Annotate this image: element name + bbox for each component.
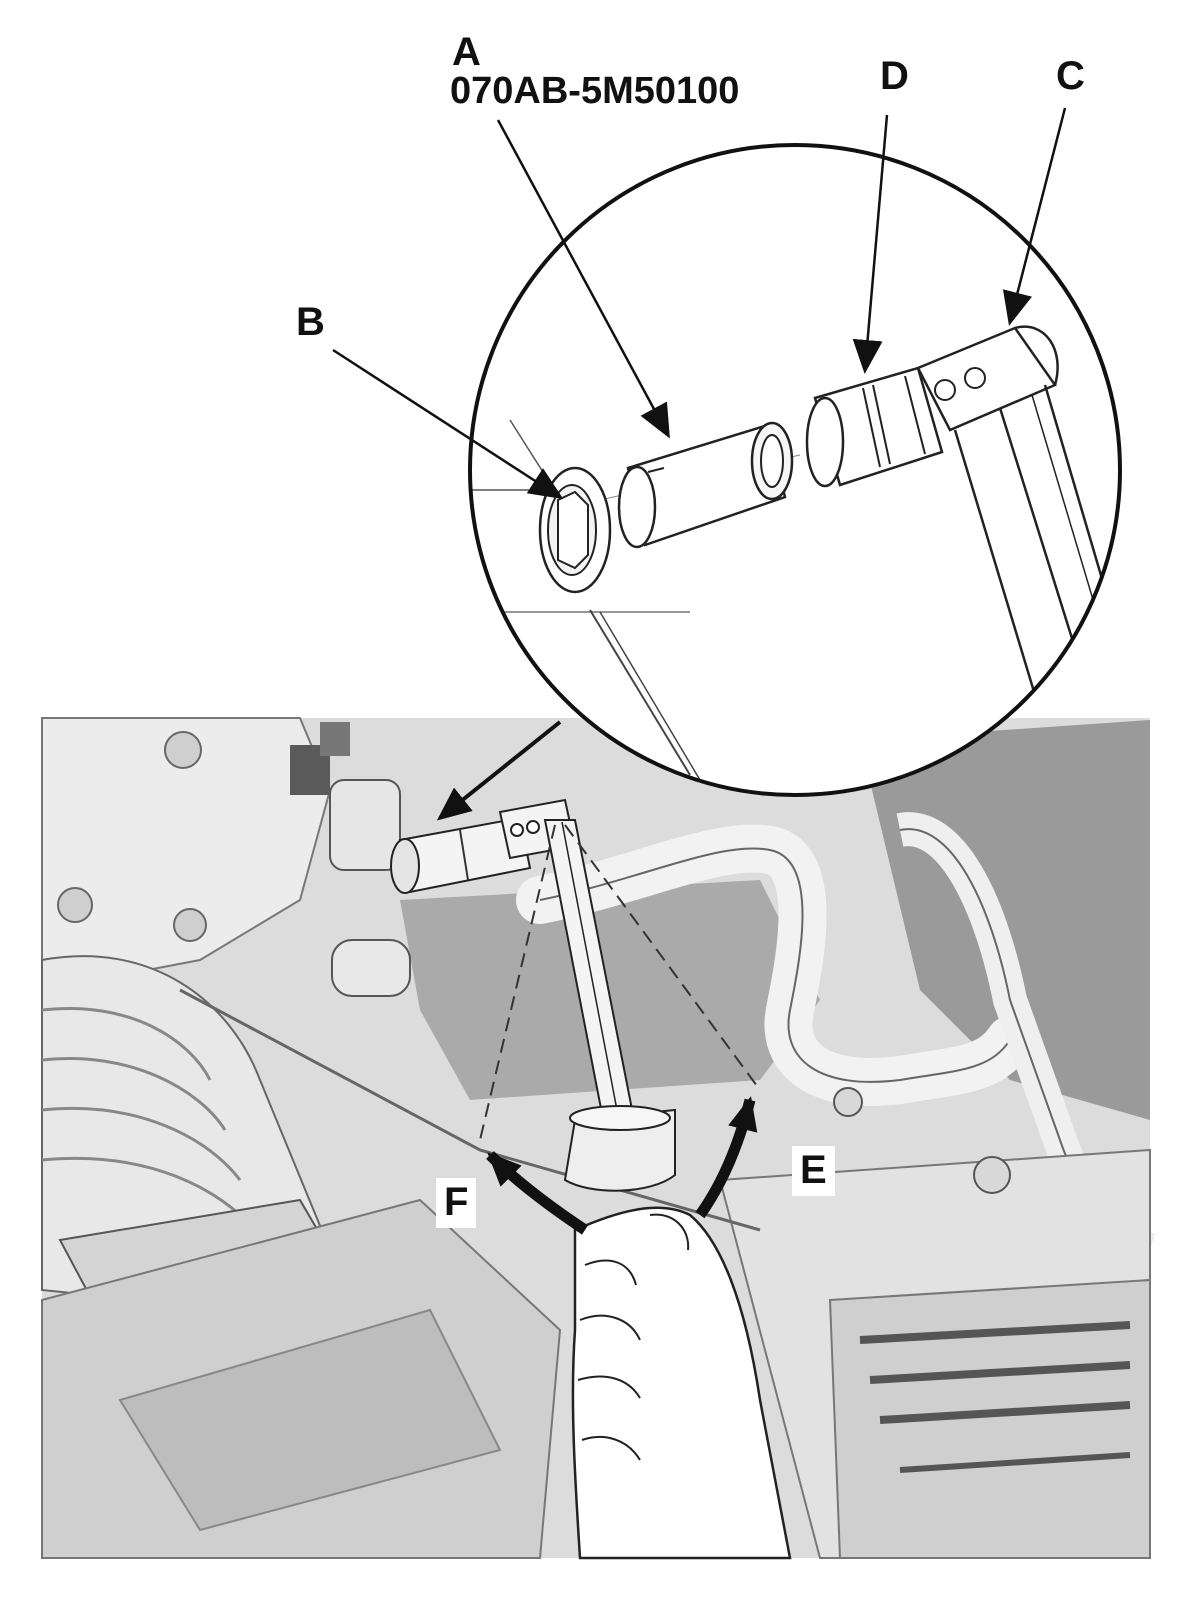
- callout-b: B: [296, 300, 325, 344]
- detail-inset: [468, 143, 1122, 797]
- leader-c: [1002, 107, 1067, 326]
- callout-d: D: [880, 54, 909, 98]
- engine-bay-illustration: [41, 717, 1157, 1559]
- rotation-arrow-e: [695, 1096, 758, 1219]
- leader-b: [332, 348, 564, 500]
- detail-pointer-arrow: [436, 720, 562, 821]
- callout-c: C: [1056, 54, 1085, 98]
- callout-e: E: [792, 1146, 835, 1196]
- leader-d: [852, 114, 889, 374]
- leader-a: [496, 119, 670, 439]
- callout-a-letter: A: [452, 30, 481, 74]
- callout-f: F: [436, 1178, 477, 1228]
- socket-wrench-in-bay: [390, 798, 792, 1560]
- callout-a-part-number: 070AB-5M50100: [450, 70, 740, 112]
- rotation-arrow-f: [486, 1151, 589, 1235]
